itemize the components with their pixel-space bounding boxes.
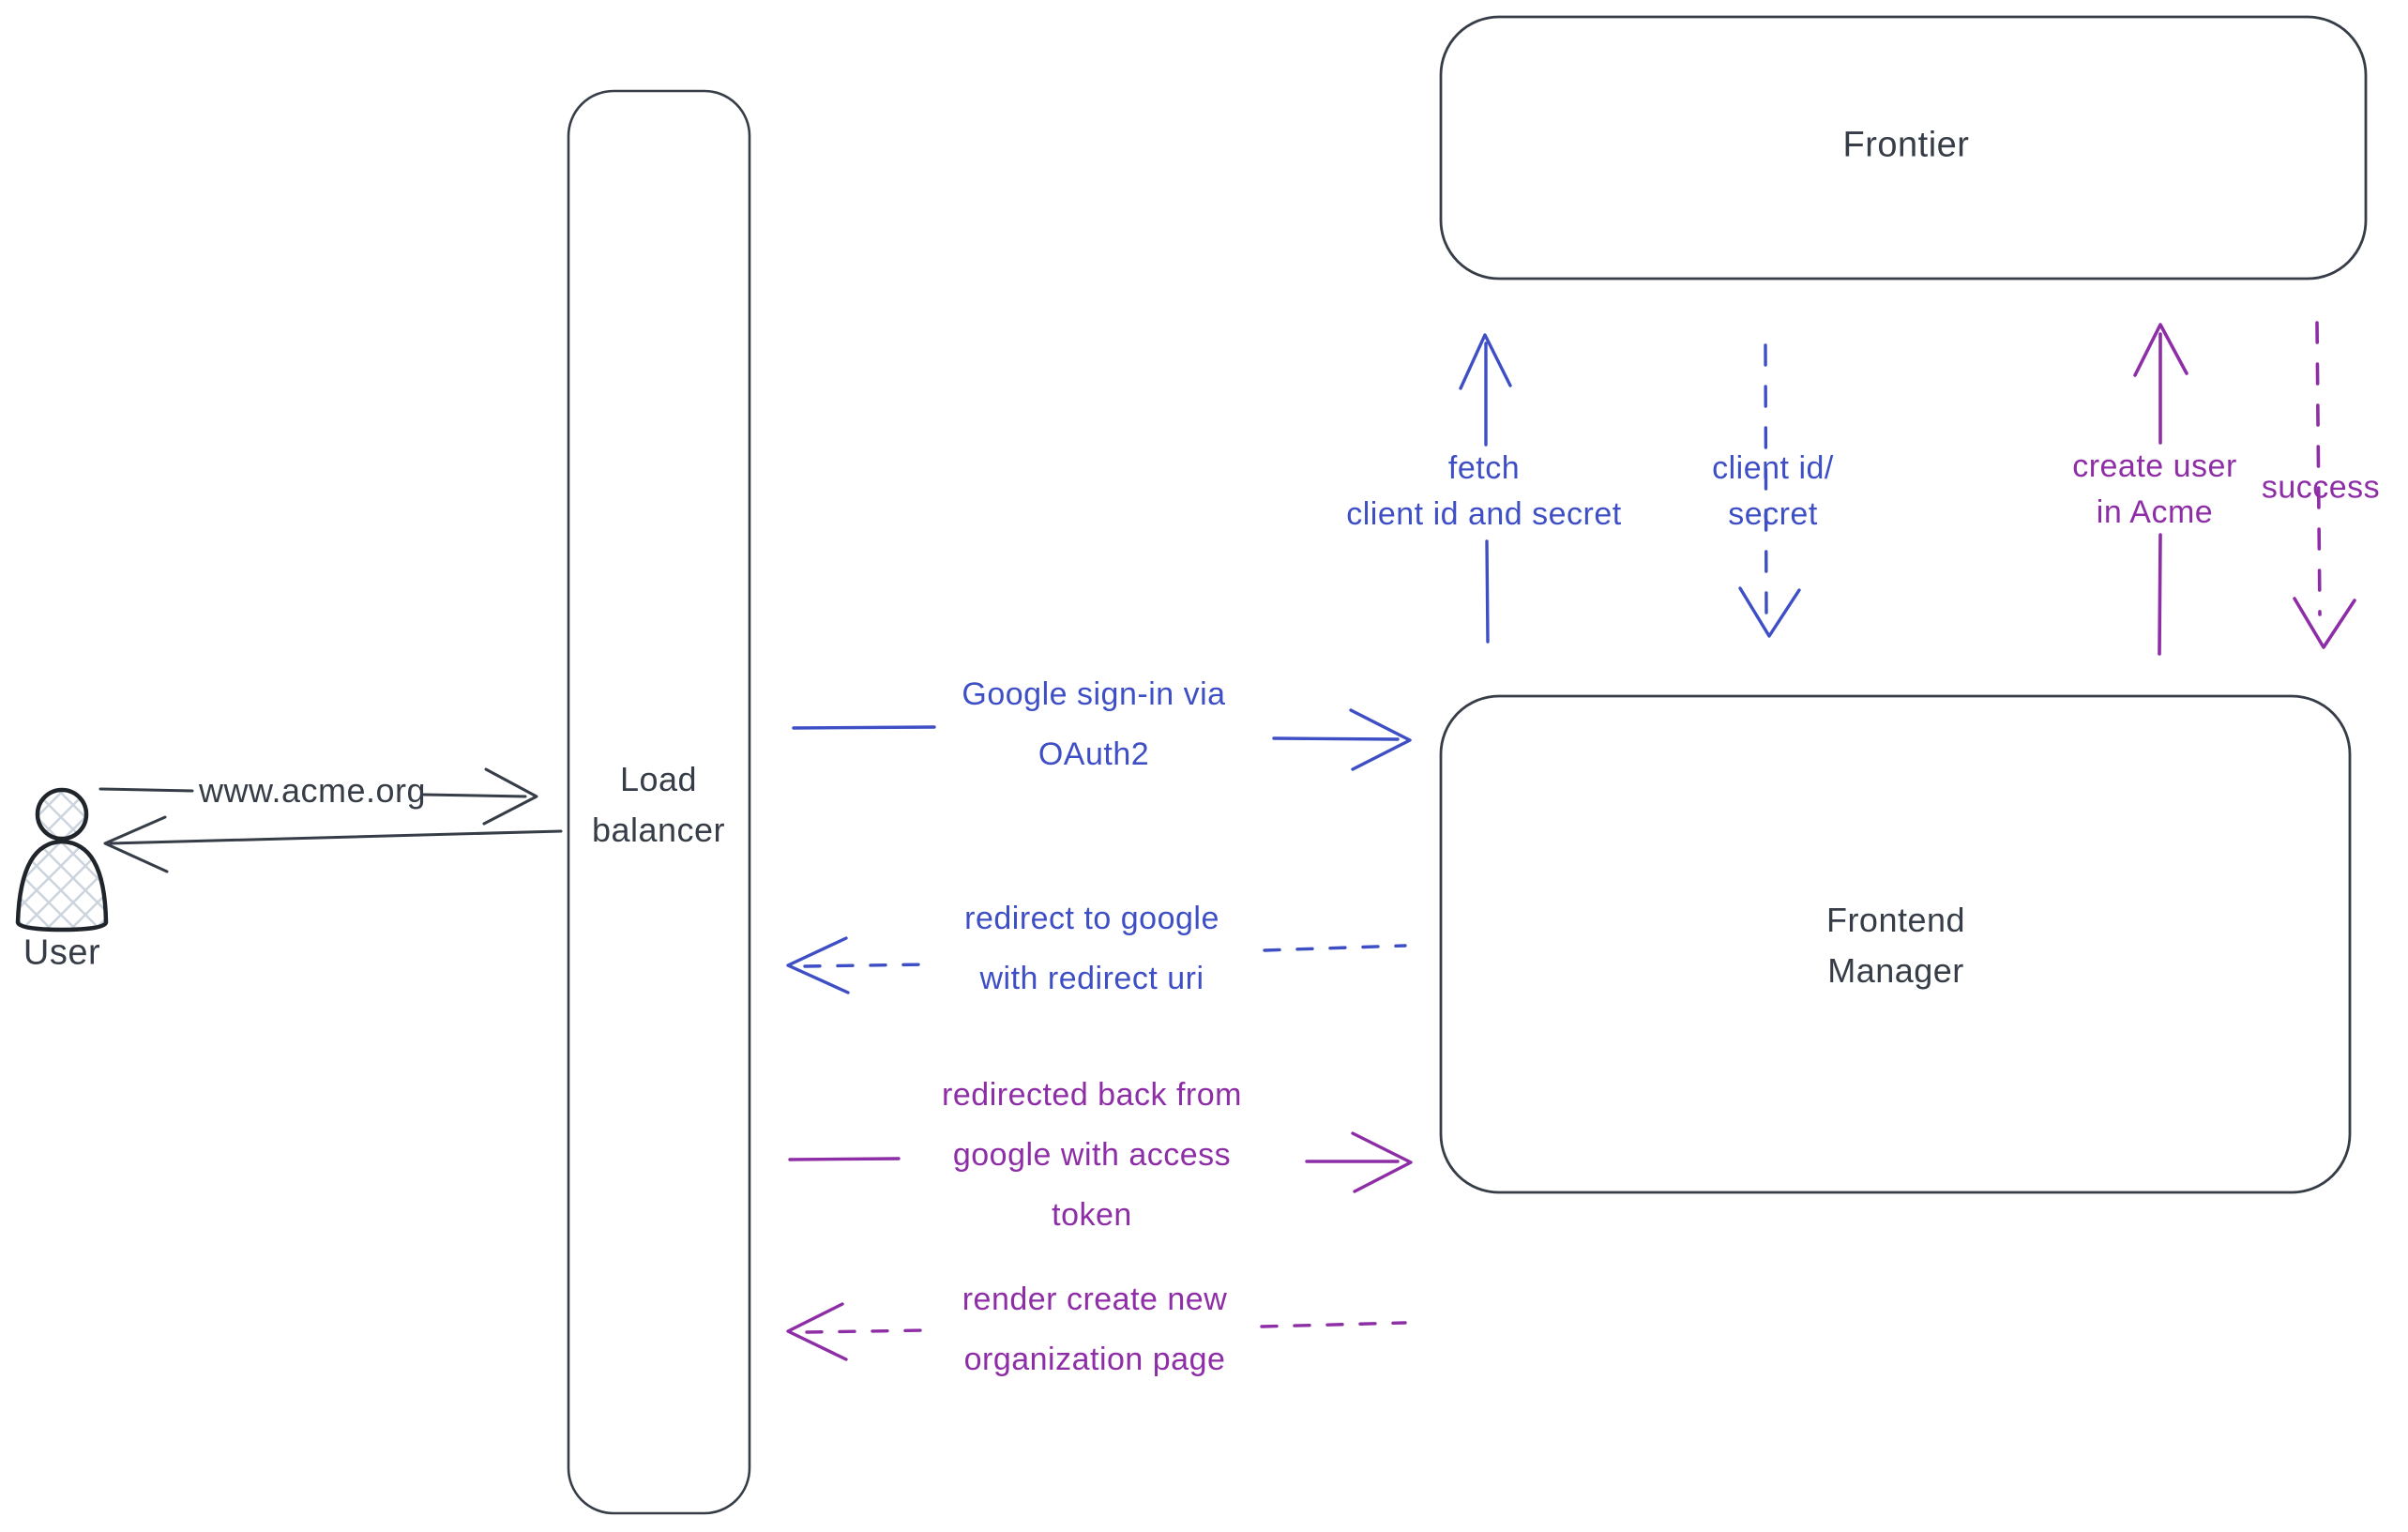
arrowhead-right-icon [1351,1131,1413,1193]
arrowhead-left-icon [786,1302,848,1361]
arrow-create-user [2133,323,2188,656]
arrow-www-acme-org [98,767,538,826]
arrow-success [2293,321,2356,649]
arrowhead-right-icon [1349,708,1412,771]
user-icon [15,787,109,933]
frontier-box [1439,15,2368,281]
arrowhead-up-icon [1459,333,1512,390]
frontend-manager-box [1439,694,2352,1194]
arrowhead-down-icon [2293,597,2356,649]
load-balancer-box [567,89,751,1515]
arrow-redirected-back [788,1131,1413,1193]
arrow-lb-to-user [103,815,563,873]
arrow-fetch-client-id [1459,333,1512,644]
arrow-client-id-secret [1738,343,1801,638]
arrow-render-create-page [786,1302,1407,1361]
arrow-redirect-to-google [786,936,1407,994]
arrowhead-up-icon [2133,323,2188,377]
arrowhead-down-icon [1738,586,1801,638]
arrowhead-right-icon [482,767,538,826]
arrowhead-left-icon [103,815,169,873]
arrow-google-signin [792,708,1412,771]
arrowhead-left-icon [786,936,850,994]
